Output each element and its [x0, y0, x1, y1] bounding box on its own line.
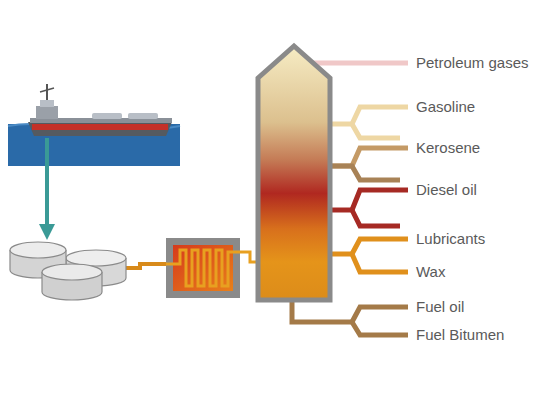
transfer-arrow — [45, 138, 49, 226]
distillation-column — [258, 46, 330, 300]
product-label: Wax — [416, 263, 445, 281]
product-label: Fuel oil — [416, 298, 464, 316]
product-label: Petroleum gases — [416, 54, 529, 72]
product-label: Fuel Bitumen — [416, 326, 504, 344]
product-label: Kerosene — [416, 139, 480, 157]
storage-tanks — [10, 242, 126, 300]
tanker-ship — [28, 84, 172, 136]
product-label: Diesel oil — [416, 181, 477, 199]
furnace — [166, 238, 258, 298]
product-label: Lubricants — [416, 230, 485, 248]
product-label: Gasoline — [416, 98, 475, 116]
